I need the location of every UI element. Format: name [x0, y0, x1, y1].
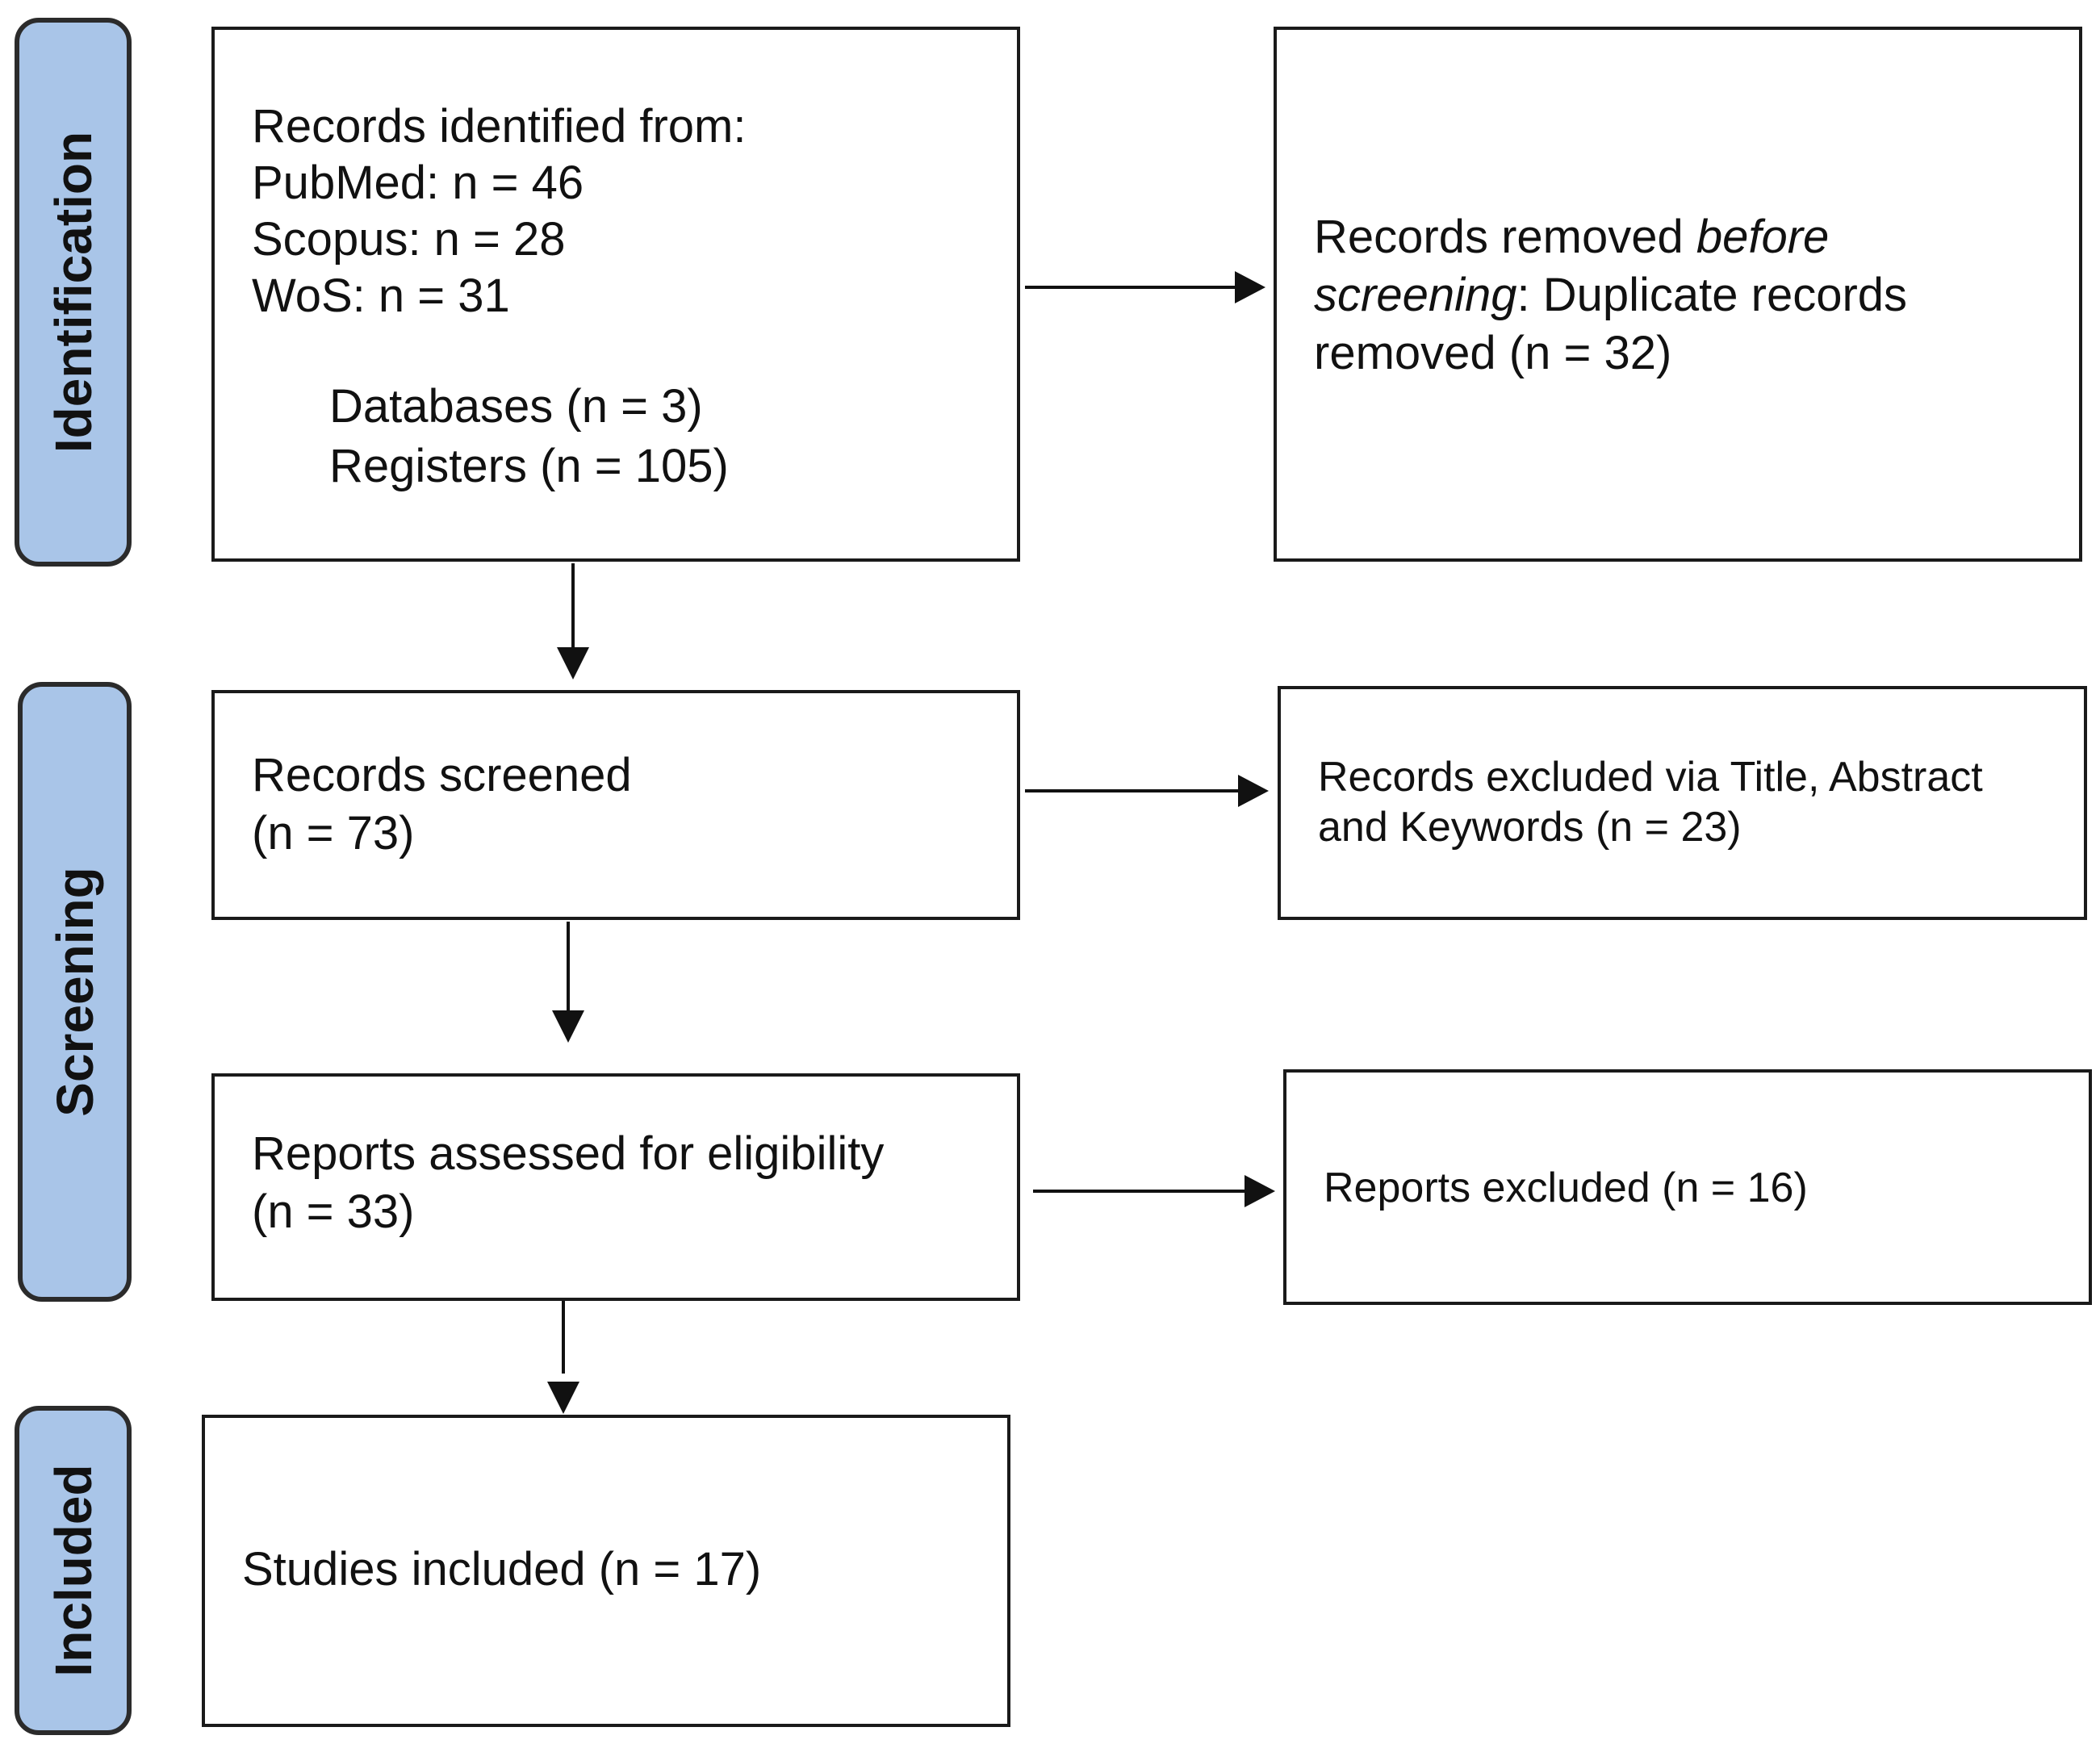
arrow-identified-to-screened-head: [557, 647, 589, 680]
studies-included-label: Studies included (n = 17): [242, 1543, 762, 1595]
stage-label-identification: Identification: [15, 18, 132, 567]
stage-label-identification-text: Identification: [44, 131, 102, 454]
arrow-screened-to-excluded-head: [1238, 775, 1269, 807]
records-screened-box: [211, 690, 1020, 920]
records-removed-text: Records removed before screening: Duplic…: [1314, 208, 1907, 383]
stage-label-screening: Screening: [18, 682, 132, 1302]
records-removed-count: removed (n = 32): [1314, 327, 1672, 379]
records-removed-screening: screening: [1314, 269, 1517, 321]
reports-assessed-label: Reports assessed for eligibility: [252, 1127, 885, 1180]
reports-excluded-text: Reports excluded (n = 16): [1324, 1163, 1808, 1213]
records-excluded-text: Records excluded via Title, Abstract and…: [1318, 752, 1983, 852]
reports-assessed-box: [211, 1073, 1020, 1301]
records-screened-text: Records screened (n = 73): [252, 746, 632, 863]
wos-count: WoS: n = 31: [252, 270, 510, 322]
records-excluded-label: Records excluded via Title, Abstract: [1318, 754, 1983, 801]
reports-assessed-text: Reports assessed for eligibility (n = 33…: [252, 1125, 884, 1241]
reports-excluded-label: Reports excluded (n = 16): [1324, 1165, 1808, 1211]
records-removed-part4: : Duplicate records: [1516, 269, 1908, 321]
records-screened-label: Records screened: [252, 749, 632, 801]
scopus-count: Scopus: n = 28: [252, 213, 566, 266]
records-removed-before: before: [1696, 211, 1830, 263]
records-identified-text: Records identified from: PubMed: n = 46 …: [252, 98, 746, 324]
sources-summary-text: Databases (n = 3) Registers (n = 105): [329, 377, 729, 496]
registers-count: Registers (n = 105): [329, 440, 729, 492]
studies-included-text: Studies included (n = 17): [242, 1541, 761, 1598]
records-screened-count: (n = 73): [252, 807, 415, 859]
arrow-identified-to-removed-head: [1235, 271, 1265, 303]
records-identified-heading: Records identified from:: [252, 100, 747, 153]
records-excluded-box: [1278, 686, 2087, 920]
records-identified-box: [211, 27, 1020, 562]
records-excluded-count: and Keywords (n = 23): [1318, 804, 1742, 851]
reports-excluded-box: [1283, 1069, 2092, 1305]
stage-label-included-text: Included: [44, 1464, 102, 1677]
stage-label-included: Included: [15, 1406, 132, 1735]
reports-assessed-count: (n = 33): [252, 1186, 415, 1238]
databases-count: Databases (n = 3): [329, 380, 703, 433]
arrow-assessed-to-included-head: [547, 1382, 579, 1414]
pubmed-count: PubMed: n = 46: [252, 157, 584, 209]
stage-label-screening-text: Screening: [45, 867, 104, 1117]
records-removed-part1: Records removed: [1314, 211, 1696, 263]
arrow-assessed-to-excluded-head: [1245, 1175, 1275, 1207]
records-removed-box: [1274, 27, 2082, 562]
studies-included-box: [202, 1415, 1010, 1727]
arrow-screened-to-assessed-head: [552, 1010, 584, 1043]
